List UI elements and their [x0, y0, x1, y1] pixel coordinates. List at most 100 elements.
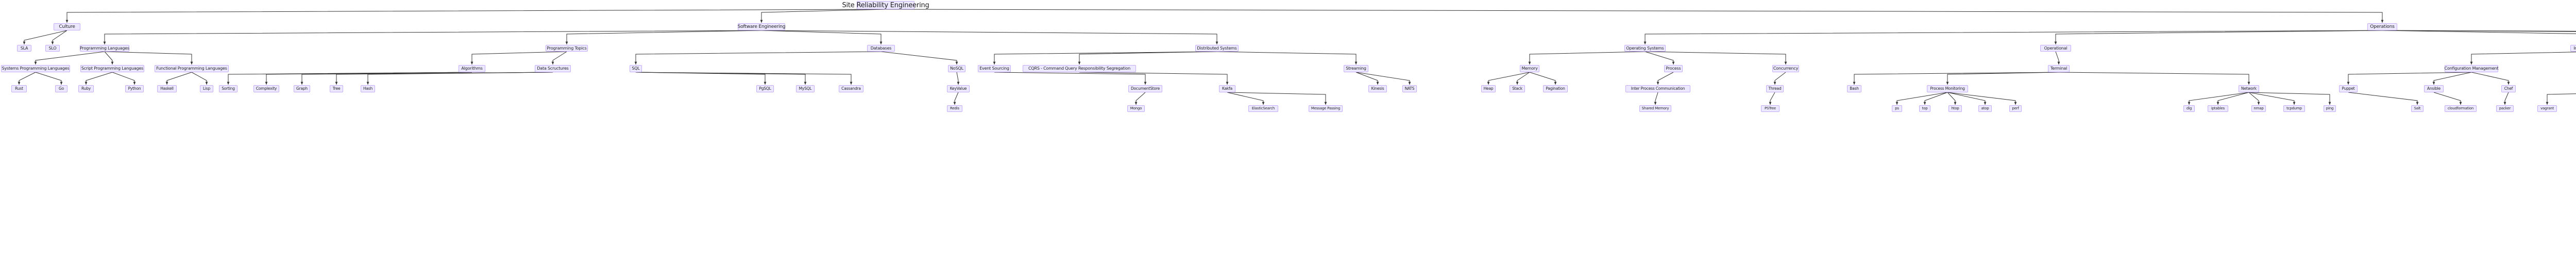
node-programming-languages[interactable]: Programming Languages — [80, 45, 129, 52]
node-terminal[interactable]: Terminal — [2048, 65, 2070, 72]
node-culture[interactable]: Culture — [54, 23, 80, 30]
node-operating-systems[interactable]: Operating Systems — [1624, 45, 1666, 52]
node-event-sourcing[interactable]: Event Sourcing — [978, 65, 1011, 72]
edge-sql-to-cassandra — [635, 72, 853, 85]
edge-script-programming-languages-to-python — [112, 72, 136, 85]
node-pgsql[interactable]: PgSQL — [756, 85, 774, 92]
edge-network-to-nmap — [2248, 92, 2260, 105]
node-ping[interactable]: ping — [2324, 105, 2336, 112]
node-operational[interactable]: Operational — [2040, 45, 2071, 52]
node-memory[interactable]: Memory — [1520, 65, 1539, 72]
edge-software-engineering-to-distributed-systems — [761, 30, 1218, 45]
edge-databases-to-nosql — [880, 51, 958, 65]
node-stack[interactable]: Stack — [1510, 85, 1525, 92]
node-inter-process-communication[interactable]: Inter Process Communication — [1625, 85, 1690, 92]
node-vagrant[interactable]: vagrant — [2537, 105, 2557, 112]
edge-network-to-iptables — [2216, 92, 2249, 105]
node-salt[interactable]: Salt — [2411, 105, 2424, 112]
node-top[interactable]: top — [1919, 105, 1930, 112]
node-cloudformation[interactable]: cloudformation — [2445, 105, 2477, 112]
node-concurrency[interactable]: Concurrency — [1772, 65, 1799, 72]
edge-streaming-to-nats — [1355, 72, 1411, 85]
node-tree[interactable]: Tree — [330, 85, 343, 92]
node-tcpdump[interactable]: tcpdump — [2283, 105, 2305, 112]
node-shared-memory[interactable]: Shared Memory — [1639, 105, 1671, 112]
node-kakfa[interactable]: Kakfa — [1219, 85, 1235, 92]
edge-software-engineering-to-programming-topics — [565, 30, 762, 45]
node-script-programming-languages[interactable]: Script Programming Languages — [80, 65, 144, 72]
node-pstree[interactable]: PSTree — [1761, 105, 1780, 112]
node-lisp[interactable]: Lisp — [200, 85, 213, 92]
node-perf[interactable]: perf — [2009, 105, 2022, 112]
node-operations[interactable]: Operations — [2367, 23, 2397, 30]
edge-inter-process-communication-to-shared-memory — [1654, 92, 1658, 105]
node-mysql[interactable]: MySQL — [796, 85, 815, 92]
node-redis[interactable]: Redis — [947, 105, 962, 112]
node-systems-programming-languages[interactable]: Systems Programming Languages — [1, 65, 70, 72]
node-iptables[interactable]: iptables — [2208, 105, 2228, 112]
node-sla[interactable]: SLA — [17, 45, 31, 52]
node-dig[interactable]: dig — [2183, 105, 2195, 112]
node-bash[interactable]: Bash — [1847, 85, 1861, 92]
edge-terraform-to-vagrant — [2546, 93, 2576, 105]
node-kinesis[interactable]: Kinesis — [1368, 85, 1387, 92]
edge-streaming-to-kinesis — [1355, 72, 1379, 85]
node-process-monitoring[interactable]: Process Monitoring — [1927, 85, 1968, 92]
node-infrastructure-as-code[interactable]: Infrastructure as Code — [2570, 45, 2576, 52]
node-chef[interactable]: Chef — [2501, 85, 2516, 92]
node-databases[interactable]: Databases — [867, 45, 895, 52]
node-programming-topics[interactable]: Programming Topics — [546, 45, 588, 52]
node-pagination[interactable]: Pagination — [1543, 85, 1568, 92]
node-nats[interactable]: NATS — [1402, 85, 1417, 92]
node-configuration-management[interactable]: Configuration Management — [2445, 65, 2499, 72]
node-distributed-systems[interactable]: Distributed Systems — [1195, 45, 1239, 52]
node-message-passing[interactable]: Message Passing — [1309, 105, 1343, 112]
node-algorithms[interactable]: Algorithms — [459, 65, 485, 72]
edge-documentstore-to-mongo — [1134, 92, 1146, 105]
node-complexity[interactable]: Complexity — [253, 85, 279, 92]
node-slo[interactable]: SLO — [45, 45, 60, 52]
node-keyvalue[interactable]: KeyValue — [947, 85, 970, 92]
node-ansible[interactable]: Ansible — [2424, 85, 2444, 92]
node-puppet[interactable]: Puppet — [2339, 85, 2358, 92]
node-cassandra[interactable]: Cassandra — [839, 85, 863, 92]
node-sql[interactable]: SQL — [630, 65, 642, 72]
node-thread[interactable]: Thread — [1766, 85, 1784, 92]
node-rust[interactable]: Rust — [11, 85, 27, 92]
node-data-structures[interactable]: Data Scructures — [535, 65, 571, 72]
edge-process-monitoring-to-ps — [1895, 92, 1948, 105]
node-htop[interactable]: htop — [1948, 105, 1962, 112]
node-heap[interactable]: Heap — [1481, 85, 1496, 92]
node-graph[interactable]: Graph — [294, 85, 310, 92]
node-packer[interactable]: packer — [2496, 105, 2514, 112]
node-functional-programming-languages[interactable]: Functional Programming Languages — [155, 65, 229, 72]
edge-culture-to-slo — [51, 30, 67, 45]
node-python[interactable]: Python — [125, 85, 144, 92]
node-nosql[interactable]: NoSQL — [948, 65, 965, 72]
node-atop[interactable]: atop — [1978, 105, 1992, 112]
edge-software-engineering-to-databases — [761, 30, 883, 45]
node-go[interactable]: Go — [55, 85, 67, 92]
edge-operating-systems-to-concurrency — [1645, 51, 1787, 65]
edge-configuration-management-to-ansible — [2432, 72, 2472, 85]
edge-root-to-operations — [885, 9, 2384, 23]
node-software-engineering[interactable]: Software Engineering — [738, 23, 785, 30]
node-nmap[interactable]: nmap — [2251, 105, 2266, 112]
node-ps[interactable]: ps — [1892, 105, 1902, 112]
edge-operations-to-operating-systems — [1643, 30, 2383, 45]
node-process[interactable]: Process — [1664, 65, 1683, 72]
node-haskell[interactable]: Haskell — [157, 85, 177, 92]
node-documentstore[interactable]: DocumentStore — [1128, 85, 1162, 92]
node-ruby[interactable]: Ruby — [78, 85, 94, 92]
node-network[interactable]: Network — [2239, 85, 2259, 92]
node-mongo[interactable]: Mongo — [1127, 105, 1145, 112]
node-elasticsearch[interactable]: ElasticSearch — [1248, 105, 1278, 112]
edge-operating-systems-to-process — [1645, 51, 1675, 65]
node-root[interactable]: Site Reliability Engineering — [842, 1, 929, 9]
node-cqrs[interactable]: CQRS - Command Query Responsibility Segr… — [1023, 65, 1136, 72]
node-sorting[interactable]: Sorting — [219, 85, 238, 92]
node-hash[interactable]: Hash — [361, 85, 375, 92]
edge-terminal-to-bash — [1853, 72, 2059, 85]
node-streaming[interactable]: Streaming — [1344, 65, 1368, 72]
edge-root-to-software-engineering — [760, 9, 886, 23]
